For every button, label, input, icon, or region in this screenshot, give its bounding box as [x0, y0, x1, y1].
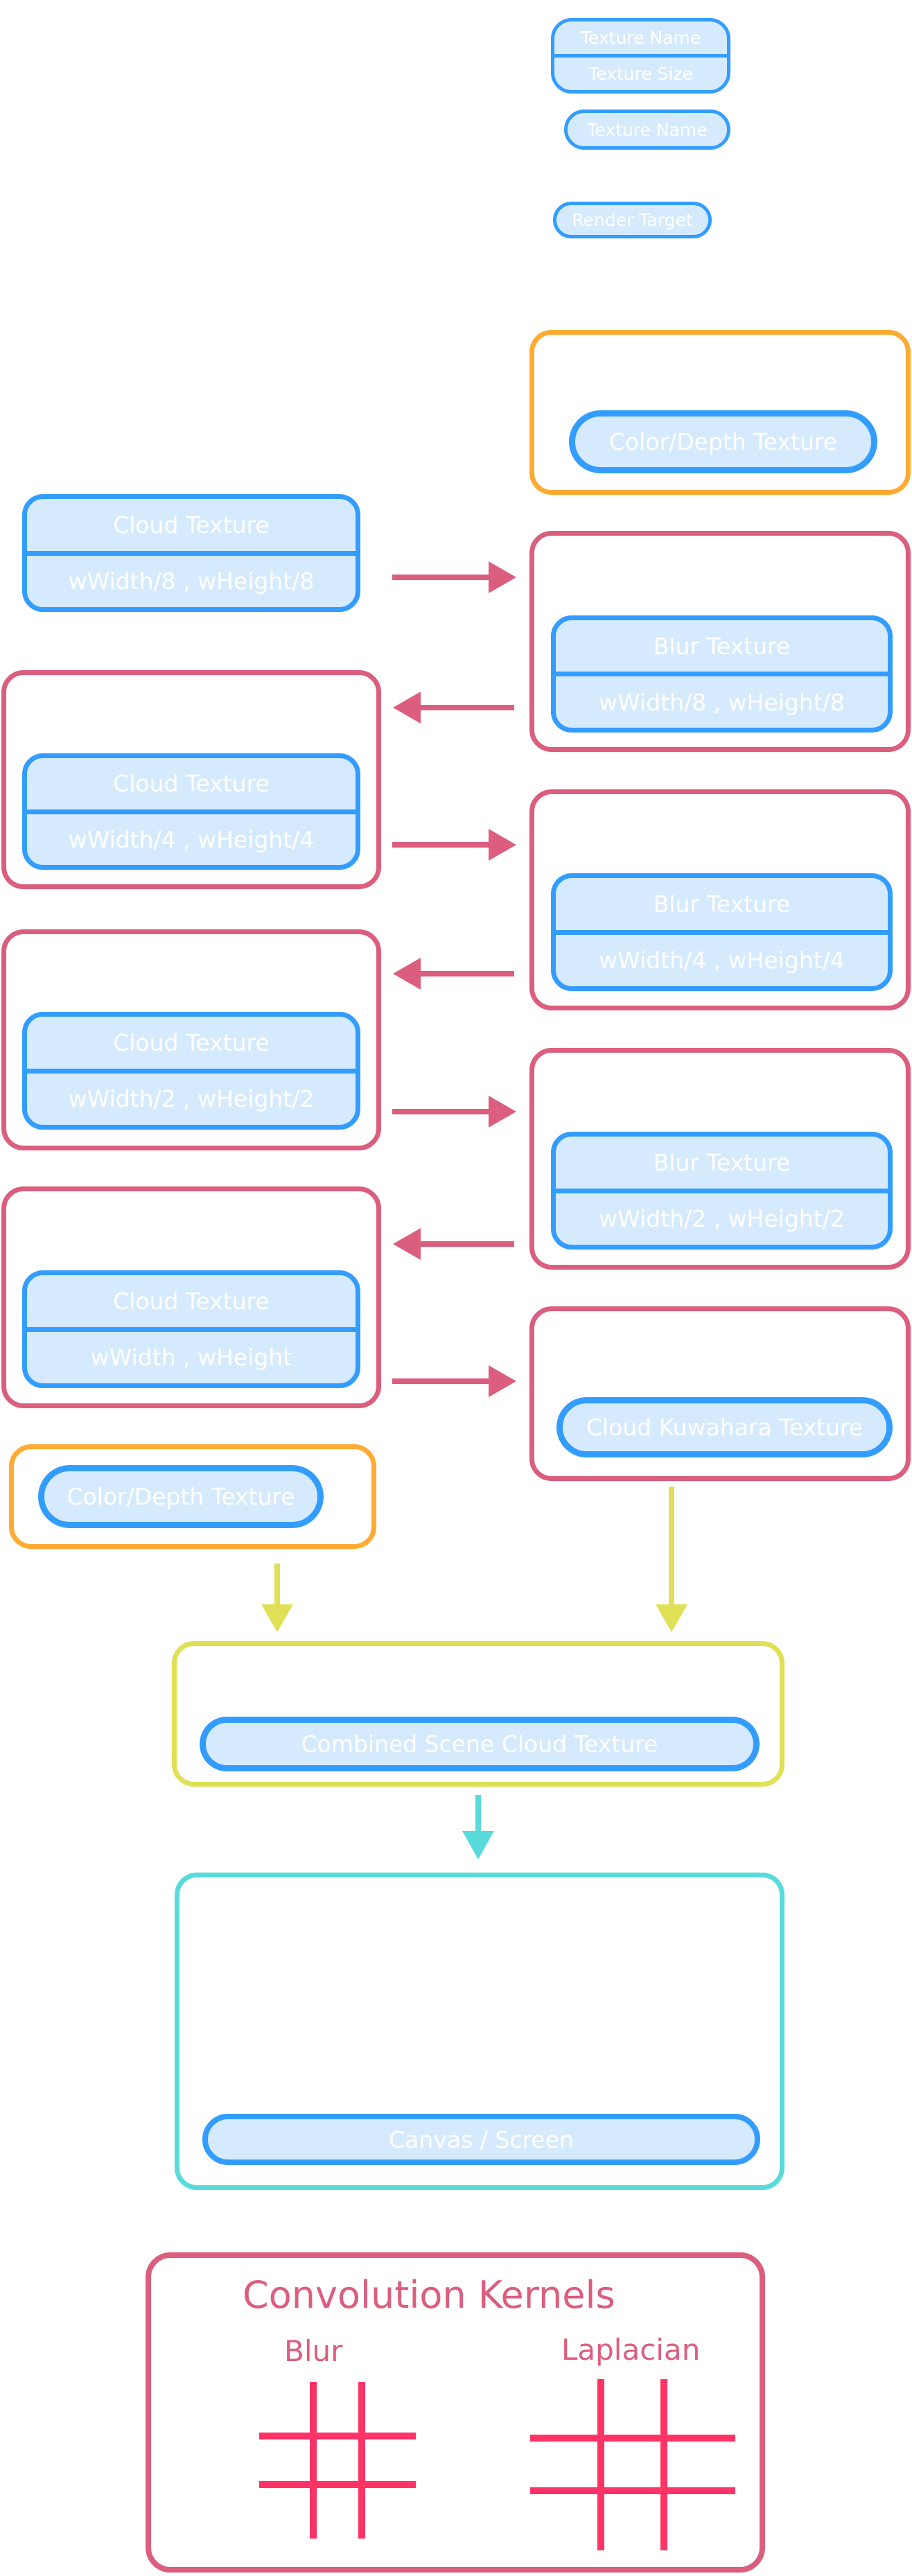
- grid-line: [358, 2382, 365, 2539]
- output-frame: [175, 1873, 784, 2190]
- cloud-texture-4-size: wWidth , wHeight: [90, 1344, 292, 1372]
- cloud-texture-2: Cloud Texture wWidth/4 , wHeight/4: [22, 753, 360, 870]
- blur-texture-3-size: wWidth/2 , wHeight/2: [599, 1205, 845, 1233]
- grid-line: [530, 2435, 735, 2442]
- blur-texture-3-name: Blur Texture: [653, 1148, 791, 1176]
- blur-texture-2: Blur Texture wWidth/4 , wHeight/4: [551, 873, 893, 991]
- arrow-down-icon: [261, 1563, 293, 1632]
- arrow-down-icon: [462, 1795, 494, 1859]
- cloud-texture-1-size: wWidth/8 , wHeight/8: [68, 568, 315, 595]
- cloud-texture-2-name: Cloud Texture: [113, 770, 270, 798]
- cloud-texture-3-name: Cloud Texture: [113, 1028, 270, 1056]
- kuwahara-texture-label: Cloud Kuwahara Texture: [586, 1414, 863, 1441]
- cloud-texture-4: Cloud Texture wWidth , wHeight: [22, 1270, 360, 1388]
- cloud-texture-2-size: wWidth/4 , wHeight/4: [68, 825, 315, 853]
- color-depth-texture-top: Color/Depth Texture: [569, 410, 877, 473]
- color-depth-texture-bottom: Color/Depth Texture: [38, 1465, 324, 1528]
- combined-scene-cloud-texture-label: Combined Scene Cloud Texture: [301, 1731, 658, 1758]
- blur-texture-1-name: Blur Texture: [653, 632, 791, 660]
- cloud-pass-frame-3: [1, 929, 381, 1150]
- legend-divider: [554, 54, 727, 58]
- cloud-texture-1-divider: [27, 550, 356, 556]
- arrow-left-icon: [393, 692, 514, 724]
- blur-pass-frame-1: [529, 531, 911, 752]
- arrow-right-icon: [392, 1365, 516, 1397]
- scene-input-frame-bottom: [9, 1444, 376, 1549]
- blur-pass-frame-3: [529, 1048, 911, 1270]
- arrow-left-icon: [393, 1228, 514, 1260]
- kuwahara-pass-frame: [529, 1306, 911, 1481]
- blur-texture-2-name: Blur Texture: [653, 890, 791, 918]
- grid-line: [259, 2433, 416, 2439]
- cloud-texture-1: Cloud Texture wWidth/8 , wHeight/8: [22, 494, 360, 612]
- legend-texture-size: Texture Size: [588, 64, 693, 84]
- legend-texture-name-pill: Texture Name: [564, 109, 730, 150]
- cloud-pass-frame-2: [1, 670, 381, 889]
- scene-input-frame-top: [529, 330, 911, 495]
- cloud-texture-1-name: Cloud Texture: [113, 511, 270, 538]
- legend-texture-name: Texture Name: [580, 28, 701, 48]
- legend-render-target: Render Target: [553, 202, 712, 238]
- blur-texture-1: Blur Texture wWidth/8 , wHeight/8: [551, 615, 893, 733]
- kuwahara-texture: Cloud Kuwahara Texture: [556, 1397, 893, 1457]
- combine-pass-frame: [172, 1641, 784, 1787]
- grid-line: [660, 2379, 667, 2550]
- grid-line: [259, 2481, 416, 2488]
- cloud-texture-3: Cloud Texture wWidth/2 , wHeight/2: [22, 1012, 360, 1130]
- kernel-blur-label: Blur: [284, 2334, 343, 2368]
- cloud-pass-frame-4: [1, 1186, 381, 1408]
- cloud-texture-3-divider: [27, 1068, 356, 1074]
- color-depth-texture-bottom-label: Color/Depth Texture: [67, 1483, 295, 1510]
- blur-texture-2-size: wWidth/4 , wHeight/4: [599, 947, 845, 974]
- blur-texture-3-divider: [556, 1188, 888, 1193]
- kernels-title: Convolution Kernels: [243, 2273, 615, 2317]
- cloud-texture-3-size: wWidth/2 , wHeight/2: [68, 1085, 315, 1113]
- grid-line: [310, 2382, 317, 2539]
- color-depth-texture-top-label: Color/Depth Texture: [608, 428, 838, 455]
- arrow-right-icon: [392, 829, 516, 861]
- cloud-texture-4-name: Cloud Texture: [113, 1287, 270, 1315]
- arrow-right-icon: [392, 561, 516, 593]
- blur-texture-3: Blur Texture wWidth/2 , wHeight/2: [551, 1132, 893, 1250]
- grid-line: [530, 2487, 735, 2494]
- canvas-screen-label: Canvas / Screen: [389, 2126, 574, 2153]
- arrow-right-icon: [392, 1096, 516, 1128]
- blur-texture-2-divider: [556, 929, 888, 935]
- kernels-frame: [146, 2252, 765, 2573]
- blur-texture-1-divider: [556, 672, 888, 676]
- arrow-down-icon: [656, 1487, 687, 1632]
- combined-scene-cloud-texture: Combined Scene Cloud Texture: [200, 1717, 760, 1771]
- grid-line: [597, 2379, 604, 2550]
- arrow-left-icon: [393, 958, 514, 990]
- blur-pass-frame-2: [529, 789, 911, 1010]
- kernel-laplacian-label: Laplacian: [561, 2333, 701, 2367]
- legend-texture-name-only: Texture Name: [587, 119, 708, 140]
- cloud-texture-4-divider: [27, 1326, 356, 1332]
- legend-render-target-label: Render Target: [572, 210, 693, 230]
- legend-texture-with-size: Texture Name Texture Size: [551, 18, 730, 94]
- canvas-screen-target: Canvas / Screen: [202, 2114, 760, 2165]
- cloud-texture-2-divider: [27, 809, 356, 814]
- blur-texture-1-size: wWidth/8 , wHeight/8: [599, 688, 845, 716]
